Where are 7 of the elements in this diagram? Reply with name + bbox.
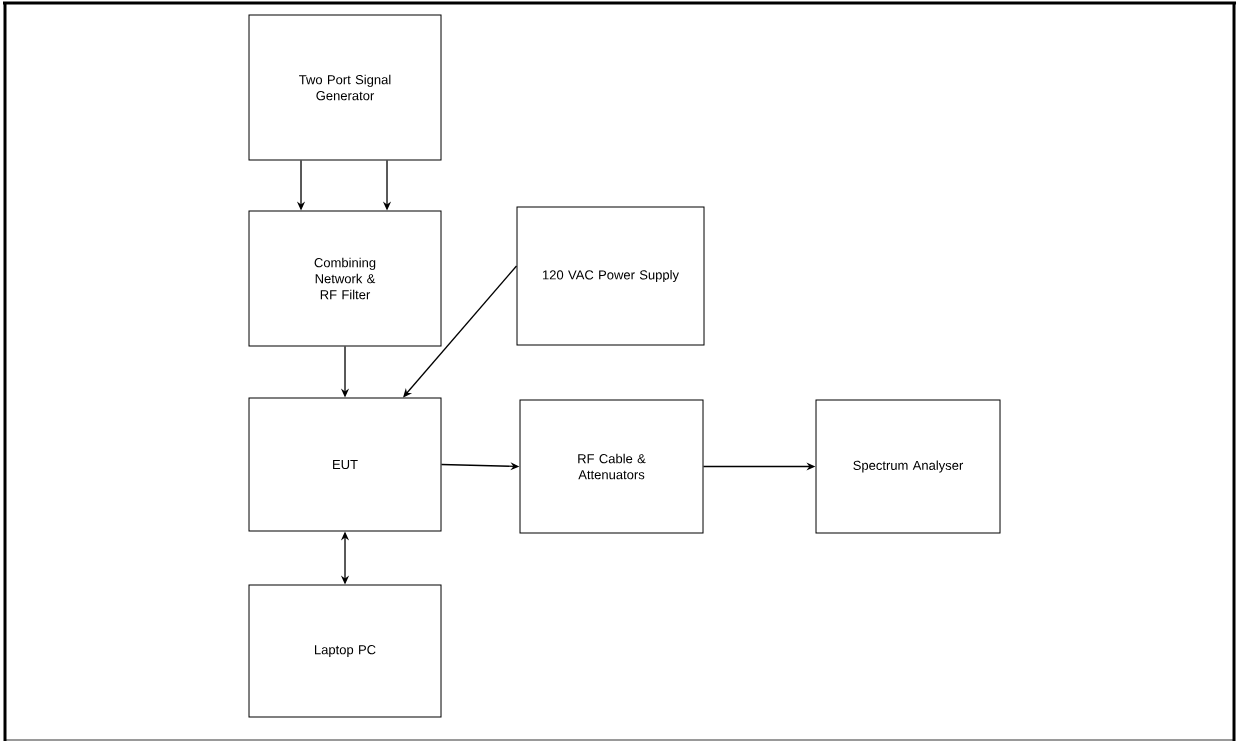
block-box: Laptop PC — [248, 584, 442, 718]
block-box: RF Cable & Attenuators — [519, 399, 704, 534]
block-box: Combining Network & RF Filter — [248, 210, 442, 347]
block-box: EUT — [248, 397, 442, 532]
block-box: Spectrum Analyser — [815, 399, 1001, 534]
block-box: Two Port Signal Generator — [248, 14, 442, 161]
block-box: 120 VAC Power Supply — [516, 206, 705, 346]
